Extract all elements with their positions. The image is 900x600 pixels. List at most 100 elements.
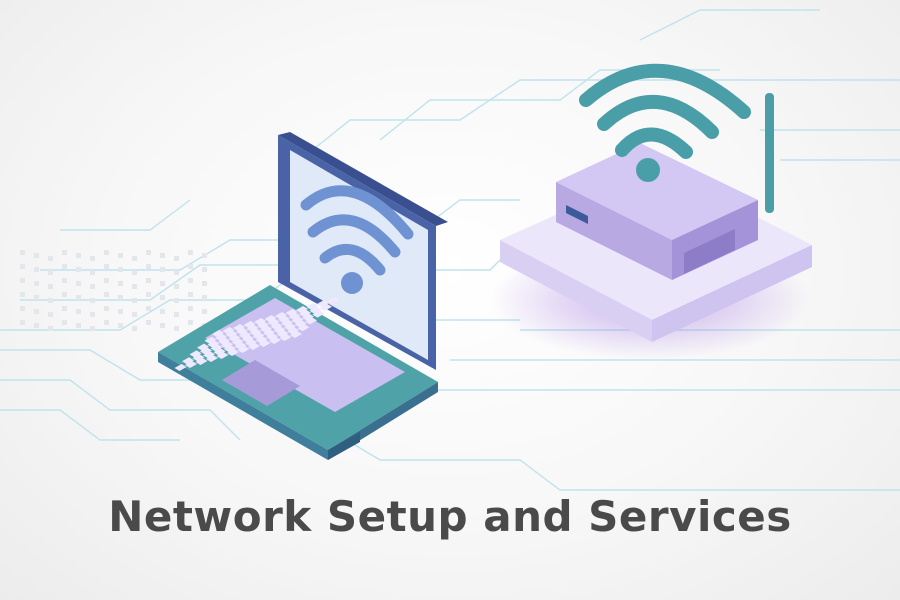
grid-dot <box>62 278 67 283</box>
grid-dot <box>20 264 25 269</box>
grid-dot <box>104 306 109 311</box>
keyboard-key <box>245 339 257 347</box>
keyboard-key <box>215 333 227 341</box>
grid-dot <box>34 323 39 328</box>
keyboard-key <box>276 330 289 338</box>
keyboard-key <box>204 336 217 344</box>
keyboard-key <box>263 329 275 337</box>
keyboard-key <box>305 317 317 325</box>
grid-dot <box>188 250 193 255</box>
grid-dot <box>104 320 109 325</box>
grid-dot <box>174 270 179 275</box>
grid-dot <box>90 326 95 331</box>
grid-dot <box>90 284 95 289</box>
grid-dot <box>48 312 53 317</box>
keyboard-key <box>248 343 260 350</box>
keyboard-key <box>212 330 224 337</box>
grid-dot <box>160 267 165 272</box>
grid-dot <box>48 326 53 331</box>
grid-dot <box>118 253 123 258</box>
grid-dot <box>90 312 95 317</box>
keyboard-key <box>231 338 244 346</box>
keyboard-key <box>236 327 248 335</box>
grid-dot <box>104 250 109 255</box>
keyboard-key <box>273 326 286 334</box>
keyboard-key <box>264 315 277 322</box>
keyboard-key <box>189 350 202 358</box>
keyboard-key <box>255 336 268 344</box>
grid-dot <box>188 320 193 325</box>
grid-dot <box>160 253 165 258</box>
dot-grid <box>20 250 207 331</box>
grid-dot <box>62 306 67 311</box>
grid-dot <box>48 256 53 261</box>
grid-dot <box>188 292 193 297</box>
keyboard-key <box>221 341 233 349</box>
keyboard-key <box>297 324 310 332</box>
keyboard-key <box>197 343 209 351</box>
grid-dot <box>118 295 123 300</box>
grid-dot <box>146 264 151 269</box>
keyboard-key <box>302 313 314 321</box>
keyboard-key <box>185 361 197 368</box>
grid-dot <box>132 284 137 289</box>
keyboard-key <box>206 355 218 362</box>
keyboard-key <box>287 327 299 335</box>
grid-dot <box>132 256 137 261</box>
grid-dot <box>48 284 53 289</box>
keyboard-key <box>239 331 251 339</box>
keyboard-key <box>312 310 325 318</box>
keyboard-key <box>257 321 269 329</box>
keyboard-key <box>233 324 245 331</box>
keyboard-key <box>182 357 194 365</box>
grid-dot <box>34 309 39 314</box>
grid-dot <box>20 250 25 255</box>
keyboard-key <box>200 347 212 355</box>
keyboard-key <box>285 309 298 316</box>
keyboard-key <box>294 320 307 328</box>
wifi-router-icon <box>490 63 812 360</box>
grid-dot <box>76 309 81 314</box>
keyboard-key <box>327 297 340 304</box>
keyboard-key <box>195 358 208 365</box>
keyboard-key <box>224 345 236 353</box>
keyboard-key <box>260 325 272 333</box>
grid-dot <box>104 264 109 269</box>
keyboard-key <box>266 333 278 341</box>
keyboard-key <box>284 323 296 331</box>
grid-dot <box>62 292 67 297</box>
grid-dot <box>76 267 81 272</box>
grid-dot <box>20 320 25 325</box>
grid-dot <box>160 281 165 286</box>
grid-dot <box>104 292 109 297</box>
keyboard-key <box>281 319 293 327</box>
keyboard-key <box>299 309 311 317</box>
grid-dot <box>174 256 179 261</box>
keyboard-key <box>210 344 223 352</box>
grid-dot <box>146 278 151 283</box>
keyboard-key <box>246 324 259 332</box>
grid-dot <box>202 309 207 314</box>
grid-dot <box>34 281 39 286</box>
keyboard-key <box>270 322 283 330</box>
grid-dot <box>160 295 165 300</box>
grid-dot <box>146 320 151 325</box>
keyboard-key <box>252 332 265 340</box>
grid-dot <box>34 267 39 272</box>
keyboard-key <box>213 348 226 356</box>
grid-dot <box>62 250 67 255</box>
grid-dot <box>76 281 81 286</box>
grid-dot <box>132 298 137 303</box>
keyboard-key <box>207 340 220 348</box>
keyboard-key <box>249 328 262 336</box>
keyboard-key <box>227 349 239 356</box>
keyboard-key <box>288 312 301 320</box>
wifi-signal-icon <box>300 185 414 294</box>
keyboard-key <box>222 327 235 334</box>
grid-dot <box>202 281 207 286</box>
grid-dot <box>160 323 165 328</box>
grid-dot <box>76 323 81 328</box>
keyboard-key <box>243 321 256 328</box>
laptop-icon <box>158 132 448 460</box>
grid-dot <box>188 278 193 283</box>
